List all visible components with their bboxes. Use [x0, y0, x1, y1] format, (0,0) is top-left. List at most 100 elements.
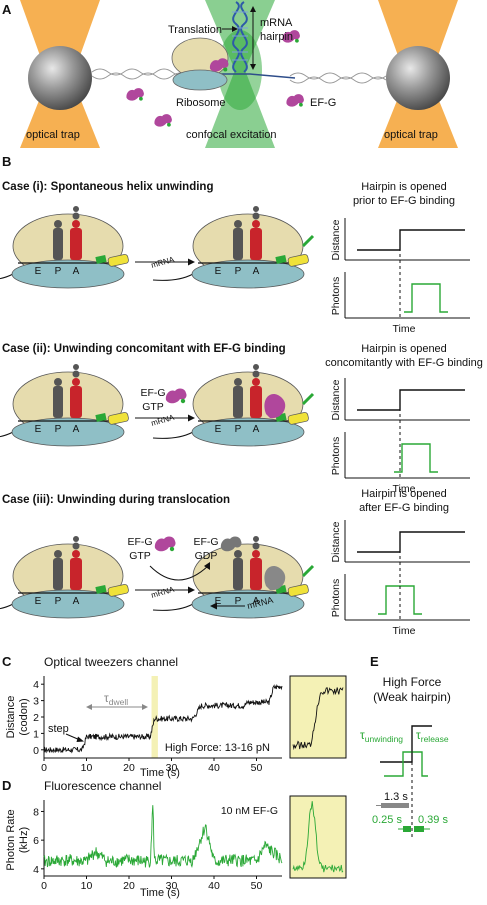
- site-label-a: A: [253, 266, 260, 277]
- y-tick-label: 0: [33, 745, 39, 757]
- left-bead: [28, 46, 92, 110]
- case2-note1: Hairpin is opened: [361, 343, 447, 355]
- site-label-a: A: [73, 424, 80, 435]
- case2-title: Case (ii): Unwinding concomitant with EF…: [2, 343, 286, 355]
- case1-note2: prior to EF-G binding: [353, 195, 455, 207]
- time-xlabel: Time: [393, 483, 416, 495]
- case1-note1: Hairpin is opened: [361, 181, 447, 193]
- y-tick-label: 3: [33, 696, 39, 708]
- a-site-trna: [70, 206, 82, 260]
- a-site-trna: [250, 536, 262, 590]
- time-xlabel: Time: [393, 625, 416, 637]
- efg-icon: [165, 388, 187, 404]
- panel-e-subtitle: (Weak hairpin): [373, 690, 451, 704]
- ribosome-label: Ribosome: [176, 97, 226, 109]
- p-site-trna: [53, 378, 63, 418]
- distance-ylabel: Distance: [330, 379, 342, 420]
- a-site-trna: [250, 364, 262, 418]
- panel-a-letter: A: [2, 2, 12, 17]
- x-tick-label: 0: [41, 880, 47, 892]
- panel-d-title: Fluorescence channel: [44, 779, 161, 793]
- site-label-p: P: [235, 596, 242, 607]
- right-bead: [386, 46, 450, 110]
- distance-ylabel: Distance: [330, 521, 342, 562]
- site-label-e: E: [35, 424, 42, 435]
- zoom-inset: [289, 675, 347, 759]
- panel-c-title: Optical tweezers channel: [44, 655, 178, 669]
- mrna-label: mRNA: [150, 585, 176, 600]
- left-optical-trap: [20, 0, 100, 148]
- site-label-p: P: [235, 266, 242, 277]
- tau-release-label: τrelease: [416, 728, 449, 744]
- site-label-p: P: [235, 424, 242, 435]
- x-tick-label: 40: [208, 880, 220, 892]
- panel-e-title: High Force: [383, 675, 442, 689]
- site-label-p: P: [55, 596, 62, 607]
- dna-handle-right: [289, 72, 387, 84]
- site-label-e: E: [215, 266, 222, 277]
- case3-note1: Hairpin is opened: [361, 488, 447, 500]
- case3-efg-gtp-label: EF-G: [127, 536, 152, 548]
- highlight-band: [151, 676, 158, 758]
- case3-note2: after EF-G binding: [359, 502, 449, 514]
- p-site-trna: [53, 550, 63, 590]
- x-tick-label: 20: [123, 880, 135, 892]
- bar-1-3s: [381, 803, 409, 808]
- x-tick-label: 20: [123, 762, 135, 774]
- p-site-trna: [233, 550, 243, 590]
- time-1-3s: 1.3 s: [384, 791, 408, 803]
- panel-c-ylabel-2: (codon): [18, 698, 30, 735]
- site-label-p: P: [55, 266, 62, 277]
- panel-c-letter: C: [2, 654, 12, 669]
- panel-e-letter: E: [370, 654, 379, 669]
- y-tick-label: 4: [33, 864, 39, 876]
- time-0-39s: 0.39 s: [418, 814, 448, 826]
- case3-curved-arrow: [149, 565, 209, 581]
- zoom-inset: [289, 795, 347, 879]
- x-tick-label: 40: [208, 762, 220, 774]
- case3-title: Case (iii): Unwinding during translocati…: [2, 494, 230, 506]
- site-label-e: E: [215, 596, 222, 607]
- translation-label: Translation: [168, 24, 222, 36]
- y-tick-label: 2: [33, 712, 39, 724]
- y-tick-label: 8: [33, 806, 39, 818]
- optical-trap-left-label: optical trap: [26, 129, 80, 141]
- site-label-a: A: [253, 424, 260, 435]
- mrna-label: mRNA: [150, 413, 176, 428]
- efg-label: EF-G: [310, 97, 336, 109]
- dna-handle-left: [91, 68, 189, 80]
- photons-ylabel: Photons: [330, 579, 342, 618]
- a-site-trna: [250, 206, 262, 260]
- step-label: step: [48, 723, 69, 735]
- tau-unwinding-label: τunwinding: [360, 728, 403, 744]
- case3-efg-gdp-label: EF-G: [193, 536, 218, 548]
- case1-title: Case (i): Spontaneous helix unwinding: [2, 181, 213, 193]
- time-xlabel: Time: [393, 323, 416, 335]
- distance-ylabel: Distance: [330, 219, 342, 260]
- case2-gtp-label: GTP: [142, 401, 164, 413]
- efg-icon: [126, 88, 144, 101]
- site-label-e: E: [215, 424, 222, 435]
- panel-d-xlabel: Time (s): [140, 887, 180, 899]
- x-tick-label: 0: [41, 762, 47, 774]
- photons-ylabel: Photons: [330, 437, 342, 476]
- schematic-plots: DistancePhotonsTimeDistancePhotonsTimeDi…: [330, 218, 470, 637]
- site-label-a: A: [253, 596, 260, 607]
- p-site-trna: [233, 378, 243, 418]
- y-tick-label: 6: [33, 835, 39, 847]
- site-label-e: E: [35, 266, 42, 277]
- efg-conc-label: 10 nM EF-G: [221, 805, 278, 817]
- panel-d-ylabel: Photon Rate: [5, 809, 17, 870]
- x-tick-label: 10: [81, 762, 93, 774]
- p-site-trna: [233, 220, 243, 260]
- site-label-p: P: [55, 424, 62, 435]
- bar-0-39s: [414, 826, 424, 832]
- case2-note2: concomitantly with EF-G binding: [325, 357, 483, 369]
